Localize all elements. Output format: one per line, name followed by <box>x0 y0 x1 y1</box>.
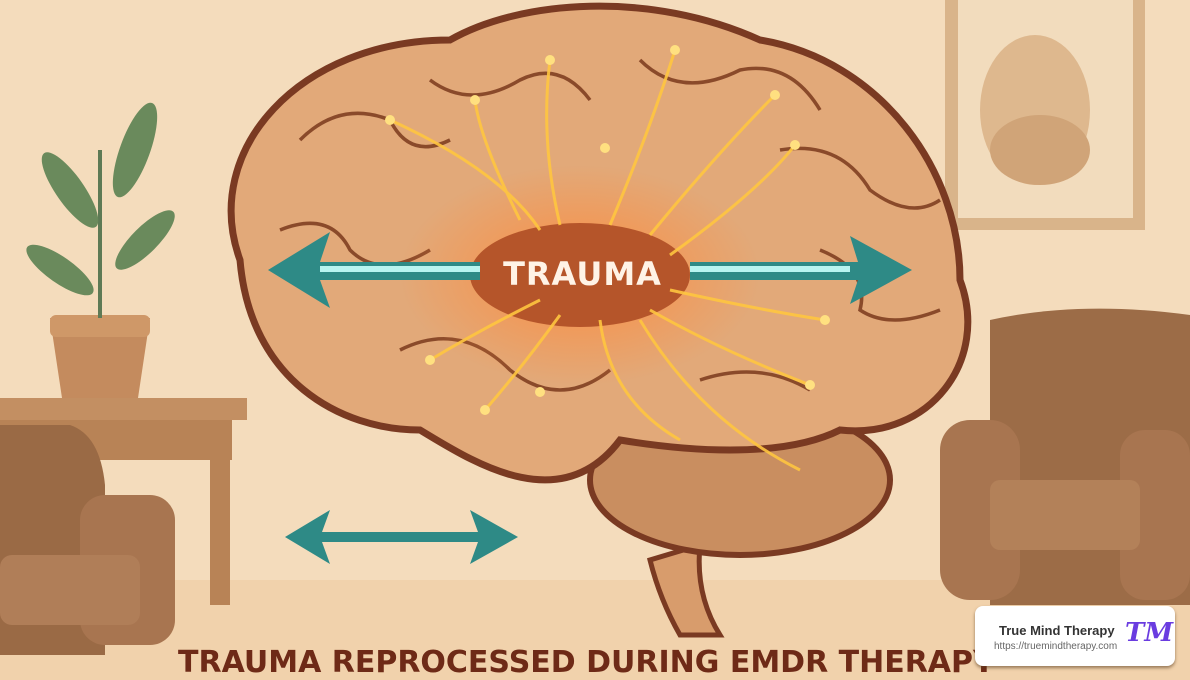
left-armchair <box>0 425 175 655</box>
bilateral-arrow-large <box>268 232 912 308</box>
brain-label: TRAUMA <box>503 255 662 293</box>
brand-logo-icon: TM <box>1125 618 1174 648</box>
potted-plant <box>26 102 175 398</box>
brand-name: True Mind Therapy <box>999 623 1115 638</box>
right-armchair <box>940 308 1190 605</box>
wall-art-frame <box>945 0 1145 230</box>
brand-badge[interactable]: True Mind Therapy https://truemindtherap… <box>975 606 1175 666</box>
brand-url[interactable]: https://truemindtherapy.com <box>994 641 1118 652</box>
illustration-title: TRAUMA REPROCESSED DURING EMDR THERAPY <box>178 645 995 680</box>
brain <box>227 2 972 638</box>
bilateral-arrow-small <box>285 510 518 564</box>
